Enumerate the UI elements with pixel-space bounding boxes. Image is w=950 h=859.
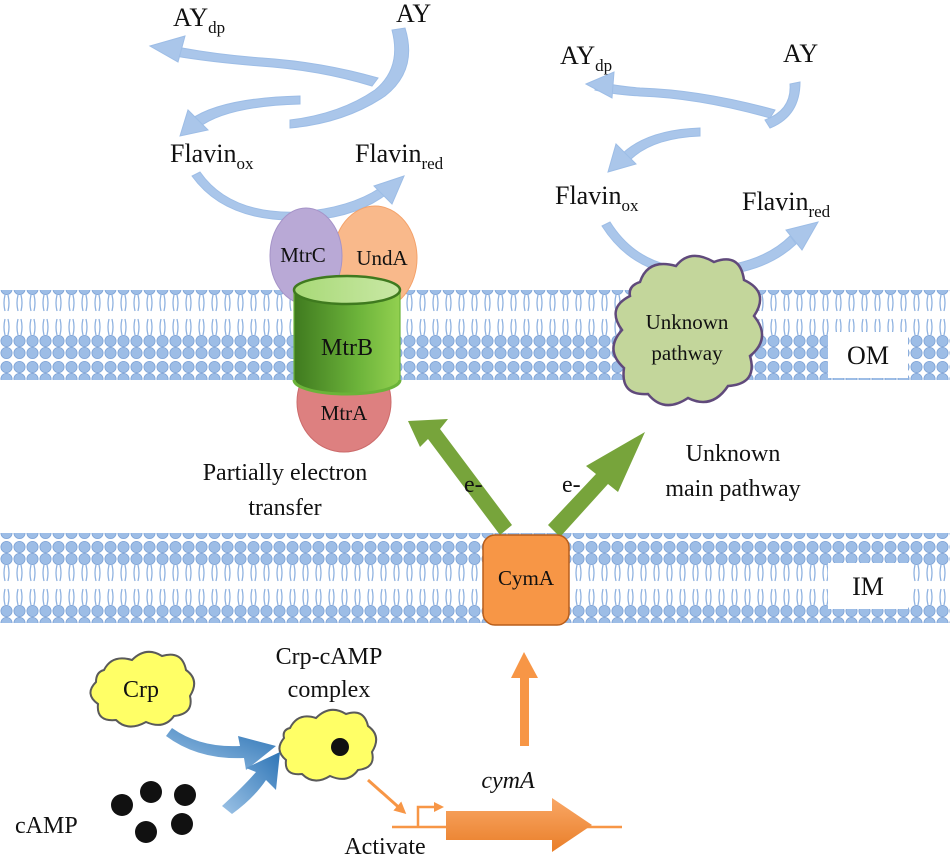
im-label: IM (852, 572, 884, 601)
electron-label-right: e- (562, 472, 581, 498)
left-cycle-arrows (148, 27, 410, 221)
left-flavinred-label: Flavinred (355, 139, 444, 173)
cyma-activation-arrow (511, 652, 538, 746)
mtrc-label: MtrC (280, 243, 326, 267)
crp-label: Crp (123, 677, 159, 703)
unknown-pathway-label-1: Unknown (646, 310, 729, 334)
crp-camp-complex-cloud (278, 708, 378, 782)
left-arc-to-aydp (174, 47, 379, 87)
right-arrowhead-flavinox (607, 143, 637, 173)
inner-membrane (0, 533, 950, 623)
crp-cloud (89, 650, 196, 728)
electron-label-left: e- (464, 472, 483, 498)
mtrb-protein (292, 274, 402, 396)
left-ay-label: AY (396, 0, 431, 28)
unknown-main-line2: main pathway (665, 476, 800, 502)
gene-label: cymA (481, 768, 535, 794)
camp-molecules (111, 781, 196, 843)
left-flavinox-label: Flavinox (170, 139, 254, 173)
electron-arrow-right (548, 432, 645, 537)
right-ay-label: AY (783, 39, 818, 68)
mtra-label: MtrA (321, 401, 369, 425)
unknown-pathway-cloud (612, 254, 764, 407)
cyma-protein (482, 534, 570, 626)
camp-label: cAMP (15, 813, 78, 839)
camp-to-complex-arrow (222, 752, 280, 814)
im-label-box: IM (828, 563, 908, 609)
left-aydp-label: AYdp (173, 3, 225, 37)
mtrb-label: MtrB (321, 335, 373, 361)
complex-label-line2: complex (288, 677, 371, 703)
right-arc-to-flavinox (619, 127, 701, 163)
complex-label-line1: Crp-cAMP (276, 644, 383, 670)
promoter-arrow (416, 802, 444, 827)
left-arrowhead-aydp (148, 35, 186, 63)
binding-arrows (166, 728, 280, 814)
om-label-box: OM (828, 332, 908, 378)
right-cycle-arrows (584, 71, 820, 277)
left-arrowhead-flavinox (179, 109, 210, 137)
electron-arrows (408, 419, 645, 537)
partial-transfer-line2: transfer (248, 495, 321, 521)
activate-arrow (367, 778, 407, 814)
right-arc-ay-to-flavinred (764, 81, 801, 129)
unda-label: UndA (356, 246, 408, 270)
unknown-pathway-label-2: pathway (651, 341, 723, 365)
crp-to-complex-arrow (166, 728, 276, 770)
cyma-gene-arrow (446, 798, 592, 852)
cyma-label: CymA (498, 566, 555, 590)
right-arrowhead-flavinred (785, 221, 820, 251)
right-aydp-label: AYdp (560, 41, 612, 75)
om-label: OM (847, 341, 889, 370)
left-arc-ay-to-flavinred (289, 27, 410, 129)
right-arc-to-aydp (594, 81, 776, 119)
activate-label: Activate (344, 834, 425, 859)
left-arrowhead-flavinred (373, 175, 405, 205)
right-flavinox-label: Flavinox (555, 181, 639, 215)
right-flavinred-label: Flavinred (742, 187, 831, 221)
partial-transfer-line1: Partially electron (203, 460, 368, 486)
unknown-main-line1: Unknown (686, 441, 781, 467)
outer-membrane (0, 290, 950, 380)
right-arrowhead-aydp (584, 71, 615, 99)
electron-arrow-left (408, 419, 512, 535)
complex-camp-dot (331, 738, 349, 756)
left-arc-to-flavinox (189, 95, 301, 129)
